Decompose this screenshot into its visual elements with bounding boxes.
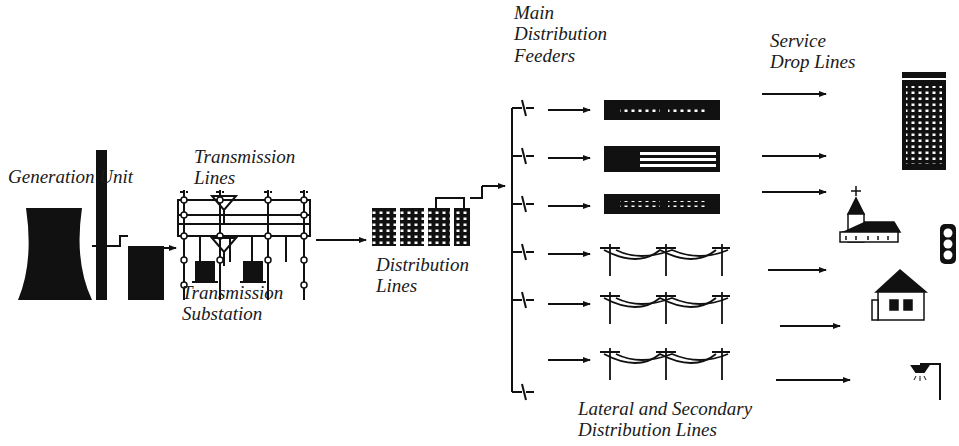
substation-lattice [181, 197, 307, 288]
transmission-tower-symbol [212, 196, 236, 266]
part-label: Generation Unit [8, 166, 133, 187]
flow-arrow [316, 239, 366, 241]
feeder-cable [604, 100, 720, 214]
part-label: Lateral and Secondary Distribution Lines [578, 398, 798, 441]
part-label: Main Distribution Feeders [514, 2, 607, 66]
street-light [912, 364, 940, 400]
flow-arrow [164, 247, 176, 249]
traffic-light [940, 224, 956, 264]
feeder-bus [512, 100, 534, 400]
flow-arrow [548, 110, 590, 360]
part-label: Transmission Lines [194, 146, 295, 189]
part-label: Transmission Substation [182, 282, 283, 325]
distribution-substation [372, 186, 482, 246]
part-label: Service Drop Lines [770, 30, 870, 73]
flow-arrow [482, 185, 505, 187]
office-building [902, 72, 946, 170]
pole-line [600, 244, 730, 380]
part-label: Distribution Lines [376, 254, 469, 297]
flow-arrow [762, 94, 850, 380]
house [872, 270, 926, 320]
church [840, 186, 900, 242]
